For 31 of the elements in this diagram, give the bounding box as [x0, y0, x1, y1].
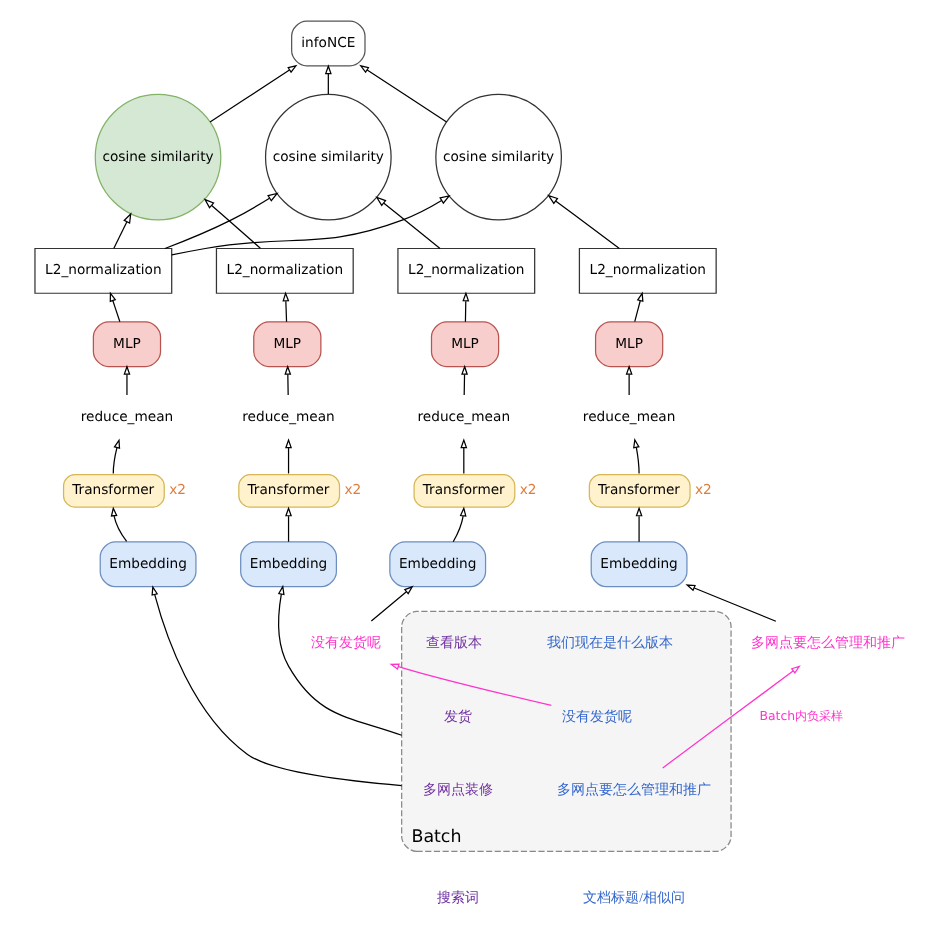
arrow — [546, 194, 619, 250]
arrow — [460, 364, 468, 396]
arrow — [358, 64, 447, 123]
arrow — [388, 663, 551, 707]
arrow — [150, 585, 402, 787]
arrow — [634, 506, 642, 543]
arrow — [276, 584, 402, 736]
arrow — [284, 438, 292, 475]
arrow — [202, 198, 260, 249]
arrow — [459, 438, 467, 475]
arrow — [122, 364, 130, 396]
arrow — [163, 192, 278, 250]
arrow — [369, 585, 413, 622]
arrow — [112, 212, 131, 249]
arrow — [284, 506, 292, 543]
arrow — [109, 506, 127, 543]
arrow — [283, 364, 291, 396]
arrow — [624, 364, 632, 396]
arrow — [374, 196, 440, 250]
arrow — [170, 194, 450, 256]
arrow — [281, 291, 289, 323]
arrow — [661, 665, 800, 769]
arrow — [323, 64, 331, 95]
arrow — [111, 438, 120, 475]
arrow — [108, 291, 120, 323]
arrow — [684, 584, 776, 622]
arrow — [208, 64, 297, 123]
arrow — [461, 291, 469, 323]
arrow — [632, 438, 639, 475]
arrow — [633, 291, 643, 323]
arrow — [451, 506, 466, 543]
